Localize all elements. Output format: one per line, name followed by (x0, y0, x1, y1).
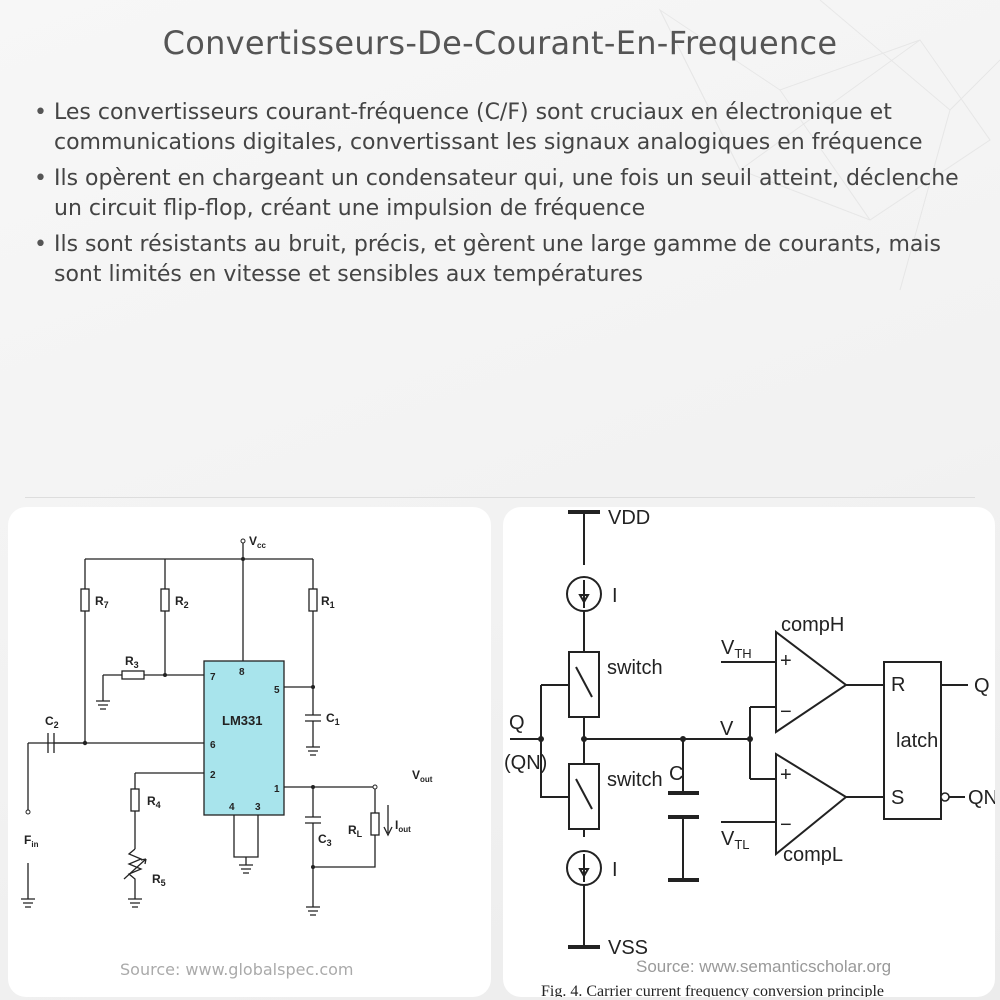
vout-label: Vout (412, 768, 433, 784)
cf-converter-schematic: VDD VSS I I switch switch Q (QN) C V VTH… (504, 507, 995, 959)
pin-label: 5 (274, 685, 280, 696)
q-input-label: Q (509, 712, 525, 734)
node-v-label: V (720, 718, 734, 740)
q-output-label: Q (974, 675, 990, 697)
comph-label: compH (781, 614, 844, 636)
latch-r-label: R (891, 674, 905, 696)
latch-label: latch (896, 730, 938, 752)
c2-label: C2 (45, 714, 59, 730)
vtl-label: VTL (721, 828, 750, 852)
minus-label: − (780, 701, 792, 723)
bullet-item: Les convertisseurs courant-fréquence (C/… (30, 98, 970, 158)
chip-label: LM331 (222, 713, 262, 728)
source-label: Source: www.globalspec.com (120, 960, 354, 979)
page-title: Convertisseurs-De-Courant-En-Frequence (162, 24, 838, 62)
c1-label: C1 (326, 711, 340, 727)
pin-label: 8 (239, 667, 245, 678)
pin-label: 6 (210, 740, 216, 751)
vdd-label: VDD (608, 507, 650, 529)
rl-label: RL (348, 823, 363, 839)
current-label: I (612, 859, 618, 881)
pin-label: 2 (210, 770, 216, 781)
vss-label: VSS (608, 937, 648, 959)
r1-label: R1 (321, 594, 335, 610)
current-label: I (612, 585, 618, 607)
plus-label: + (780, 764, 792, 786)
compl-label: compL (783, 844, 843, 866)
source-label: Source: www.semanticscholar.org (636, 957, 892, 976)
r7-label: R7 (95, 594, 109, 610)
vth-label: VTH (721, 637, 752, 661)
pin-label: 4 (229, 802, 235, 813)
qn-output-label: QN (968, 787, 995, 809)
minus-label: − (780, 814, 792, 836)
section-divider (25, 497, 975, 498)
switch-label: switch (607, 769, 663, 791)
bullet-item: Ils sont résistants au bruit, précis, et… (30, 230, 970, 290)
switch-label: switch (607, 657, 663, 679)
latch-s-label: S (891, 787, 904, 809)
pin-label: 7 (210, 672, 216, 683)
fin-label: Fin (24, 833, 39, 849)
r5-label: R5 (152, 872, 166, 888)
iout-label: Iout (395, 818, 411, 834)
r3-label: R3 (125, 654, 139, 670)
c3-label: C3 (318, 832, 332, 848)
plus-label: + (780, 650, 792, 672)
lm331-circuit-panel: Vcc R7 R2 R1 R3 C2 C1 R4 R5 Fin C3 RL Io… (8, 507, 491, 997)
pin-label: 1 (274, 784, 280, 795)
cf-converter-panel: VDD VSS I I switch switch Q (QN) C V VTH… (503, 507, 995, 997)
bullet-item: Ils opèrent en chargeant un condensateur… (30, 164, 970, 224)
qn-input-label: (QN) (504, 752, 547, 774)
r4-label: R4 (147, 794, 161, 810)
pin-label: 3 (255, 802, 261, 813)
bullet-list: Les convertisseurs courant-fréquence (C/… (30, 98, 970, 296)
figure-caption: Fig. 4. Carrier current frequency conver… (541, 983, 884, 997)
vcc-label: Vcc (249, 534, 266, 550)
lm331-schematic: Vcc R7 R2 R1 R3 C2 C1 R4 R5 Fin C3 RL Io… (21, 534, 433, 916)
r2-label: R2 (175, 594, 189, 610)
capacitor-label: C (669, 763, 683, 785)
